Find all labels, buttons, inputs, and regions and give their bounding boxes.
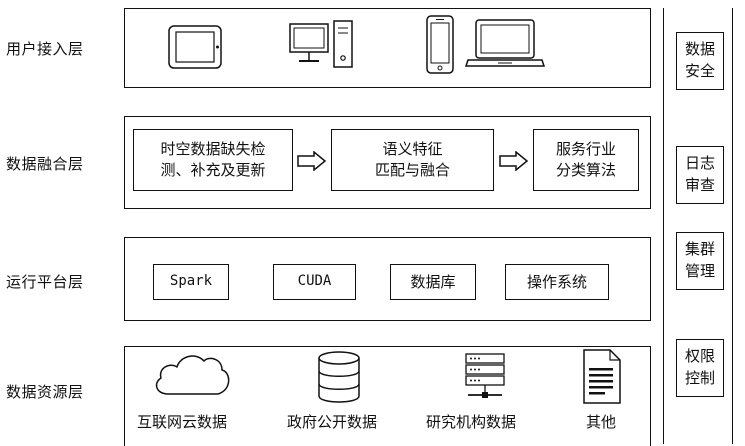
laptop-icon (464, 19, 546, 67)
semantic-matching-box: 语义特征 匹配与融合 (331, 129, 494, 191)
layer-label-platform: 运行平台层 (6, 273, 84, 291)
database-box: 数据库 (390, 264, 476, 300)
platform-layer-box (124, 237, 651, 321)
access-control-line1: 权限 (684, 347, 715, 366)
access-control-box: 权限 控制 (676, 339, 724, 397)
research-data-label: 研究机构数据 (426, 413, 517, 431)
cluster-management-line2: 管理 (684, 262, 715, 280)
server-icon (465, 353, 505, 398)
cluster-management-box: 集群 管理 (676, 232, 724, 290)
industry-classification-box: 服务行业 分类算法 (533, 129, 639, 191)
database-icon (318, 351, 360, 403)
access-control-line2: 控制 (684, 369, 715, 387)
cross-cutting-column (663, 8, 733, 444)
missing-data-detection-line1: 时空数据缺失检 (160, 140, 266, 158)
semantic-matching-line1: 语义特征 (382, 140, 443, 158)
resource-layer-box (124, 346, 651, 446)
data-security-line1: 数据 (684, 40, 715, 59)
cloud-icon (155, 355, 230, 395)
operating-system-box: 操作系统 (505, 264, 609, 300)
internet-cloud-data-label: 互联网云数据 (137, 413, 228, 431)
smartphone-icon (426, 15, 454, 74)
log-audit-line1: 日志 (684, 154, 715, 173)
desktop-computer-icon (289, 20, 353, 68)
layer-label-access: 用户接入层 (6, 40, 84, 58)
missing-data-detection-line2: 测、补充及更新 (160, 161, 266, 179)
access-layer-box (124, 8, 651, 88)
industry-classification-line1: 服务行业 (555, 140, 616, 158)
layer-label-resource: 数据资源层 (6, 383, 84, 401)
data-security-box: 数据 安全 (676, 32, 724, 90)
missing-data-detection-box: 时空数据缺失检 测、补充及更新 (133, 129, 293, 191)
semantic-matching-line2: 匹配与融合 (374, 161, 450, 179)
industry-classification-line2: 分类算法 (555, 161, 616, 179)
log-audit-line2: 审查 (684, 176, 715, 194)
fusion-layer-box (124, 116, 651, 209)
cuda-box: CUDA (273, 264, 356, 300)
tablet-icon (168, 25, 222, 69)
arrow-right-icon (499, 151, 529, 171)
other-data-label: 其他 (586, 413, 617, 431)
layer-label-fusion: 数据融合层 (6, 155, 84, 173)
arrow-right-icon (297, 151, 327, 171)
log-audit-box: 日志 审查 (676, 146, 724, 204)
cluster-management-line1: 集群 (684, 240, 715, 259)
data-security-line2: 安全 (684, 62, 715, 80)
government-data-label: 政府公开数据 (287, 413, 378, 431)
spark-box: Spark (153, 264, 229, 300)
document-icon (583, 349, 621, 404)
